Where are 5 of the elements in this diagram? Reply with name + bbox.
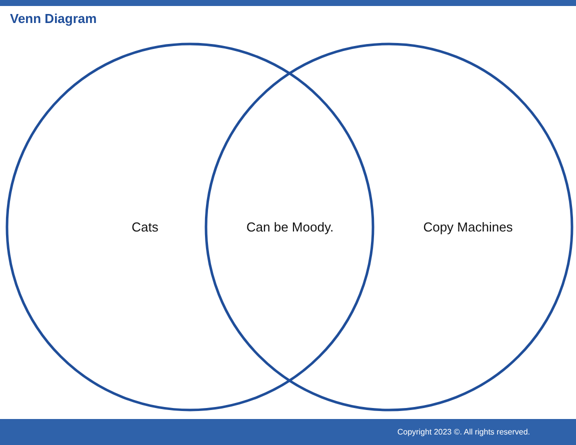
title: Venn Diagram bbox=[10, 11, 97, 26]
overlap-label: Can be Moody. bbox=[246, 220, 334, 234]
set-label: Cats bbox=[132, 220, 158, 234]
copyright-text: Copyright 2023 ©. All rights reserved. bbox=[397, 428, 530, 436]
set-label: Copy Machines bbox=[423, 220, 513, 234]
